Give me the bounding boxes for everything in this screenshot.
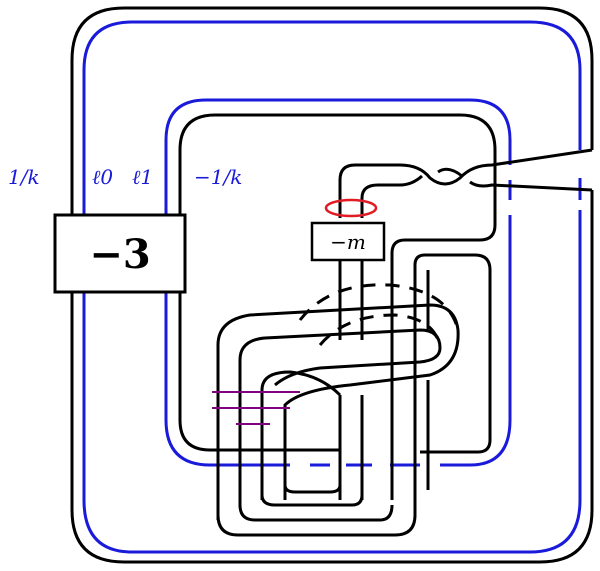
- middle-band-crossing: [260, 370, 342, 500]
- ell0-label: ℓ0: [92, 165, 113, 189]
- middle-band-top: [216, 303, 460, 520]
- twist-box-frame: [53, 213, 187, 294]
- dashed-loop-outer: [298, 283, 460, 331]
- u-shape-4: [283, 470, 342, 494]
- middle-band-bottom: [238, 328, 442, 505]
- twist-box-label: −3: [89, 231, 150, 278]
- outer-black-strand: [70, 6, 594, 564]
- dotted-marks: [239, 458, 286, 470]
- u-shape-2: [238, 470, 394, 522]
- m-box-label: −m: [330, 230, 366, 254]
- inner-black-strand: [178, 113, 497, 500]
- inner-black-strand-lower: [178, 292, 340, 452]
- ell1-label: ℓ1: [132, 165, 153, 189]
- u-shape-1: [216, 253, 492, 537]
- purple-bands: [212, 391, 300, 425]
- dashed-loop-inner: [318, 313, 440, 346]
- outer-coefficient-label: 1/k: [8, 165, 40, 189]
- red-meridian: [324, 198, 378, 218]
- m-box-frame: [310, 221, 386, 262]
- u-shape-3: [260, 470, 364, 507]
- twist-strand-a: [338, 148, 593, 218]
- twist-strand-b: [360, 167, 593, 218]
- inner-blue-component: [164, 98, 512, 467]
- inner-coefficient-label: −1/k: [194, 165, 242, 189]
